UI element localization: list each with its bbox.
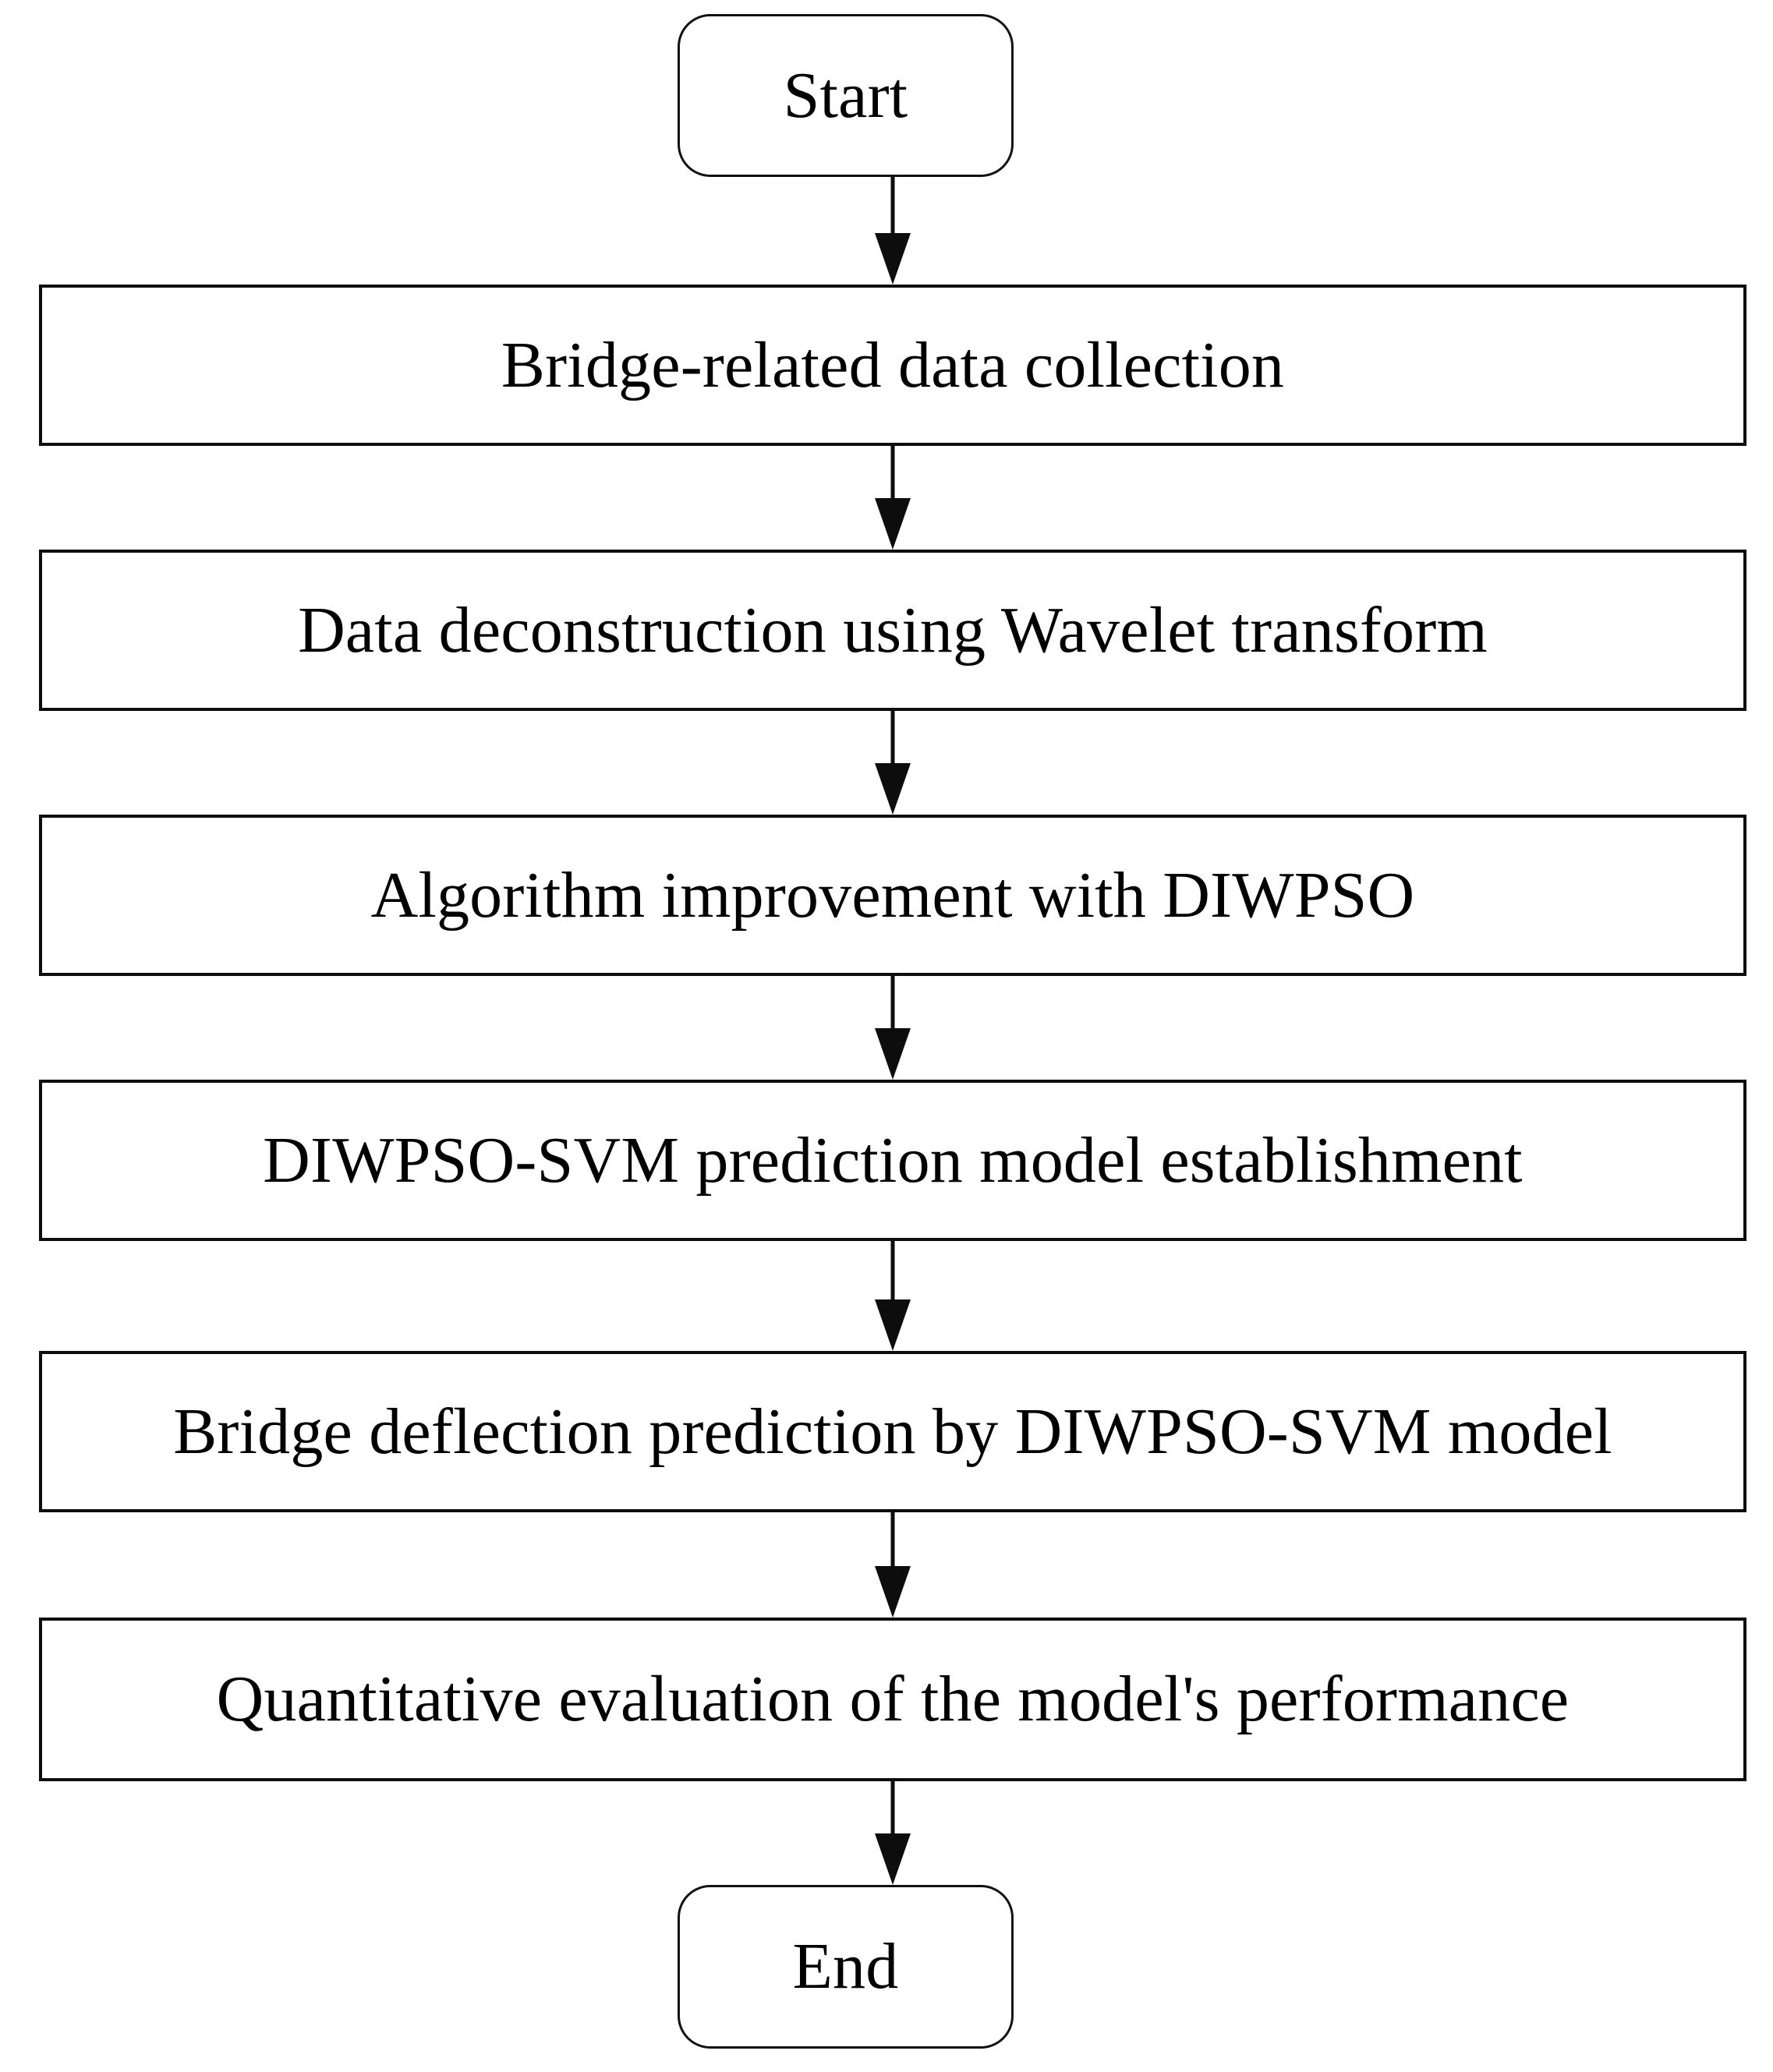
flowchart-arrow-step6-to-end bbox=[875, 1781, 911, 1885]
flowchart-node-step6: Quantitative evaluation of the model's p… bbox=[39, 1618, 1746, 1781]
arrow-shaft-icon bbox=[890, 1781, 895, 1833]
flowchart-arrow-step3-to-step4 bbox=[875, 976, 911, 1080]
arrow-head-down-icon bbox=[875, 1566, 911, 1618]
arrow-head-down-icon bbox=[875, 1028, 911, 1080]
arrow-shaft-icon bbox=[890, 1241, 895, 1299]
flowchart-node-label-step3: Algorithm improvement with DIWPSO bbox=[370, 858, 1415, 932]
flowchart-node-label-step6: Quantitative evaluation of the model's p… bbox=[216, 1663, 1570, 1735]
arrow-head-down-icon bbox=[875, 1299, 911, 1351]
flowchart-node-step2: Data deconstruction using Wavelet transf… bbox=[39, 550, 1746, 711]
arrow-shaft-icon bbox=[890, 711, 895, 763]
flowchart-node-label-start: Start bbox=[783, 58, 908, 132]
flowchart-node-label-step1: Bridge-related data collection bbox=[501, 328, 1285, 401]
flowchart-arrow-step4-to-step5 bbox=[875, 1241, 911, 1351]
flowchart-node-end: End bbox=[678, 1885, 1014, 2049]
arrow-head-down-icon bbox=[875, 763, 911, 815]
arrow-head-down-icon bbox=[875, 498, 911, 550]
arrow-shaft-icon bbox=[890, 177, 895, 233]
flowchart-node-step3: Algorithm improvement with DIWPSO bbox=[39, 815, 1746, 976]
arrow-shaft-icon bbox=[890, 444, 895, 498]
flowchart-node-label-step2: Data deconstruction using Wavelet transf… bbox=[298, 593, 1488, 667]
flowchart-arrow-step5-to-step6 bbox=[875, 1512, 911, 1618]
flowchart-arrow-step1-to-step2 bbox=[875, 444, 911, 550]
flowchart-node-start: Start bbox=[678, 14, 1014, 177]
flowchart-node-label-step5: Bridge deflection prediction by DIWPSO-S… bbox=[173, 1395, 1612, 1468]
flowchart-node-label-end: End bbox=[792, 1930, 899, 2003]
arrow-head-down-icon bbox=[875, 1833, 911, 1885]
flowchart-node-label-step4: DIWPSO-SVM prediction model establishmen… bbox=[263, 1123, 1523, 1197]
flowchart-node-step5: Bridge deflection prediction by DIWPSO-S… bbox=[39, 1351, 1746, 1512]
arrow-shaft-icon bbox=[890, 976, 895, 1028]
flowchart-arrow-start-to-step1 bbox=[875, 177, 911, 285]
arrow-shaft-icon bbox=[890, 1512, 895, 1566]
flowchart-node-step1: Bridge-related data collection bbox=[39, 285, 1746, 446]
flowchart-node-step4: DIWPSO-SVM prediction model establishmen… bbox=[39, 1080, 1746, 1241]
flowchart-arrow-step2-to-step3 bbox=[875, 711, 911, 815]
arrow-head-down-icon bbox=[875, 233, 911, 285]
